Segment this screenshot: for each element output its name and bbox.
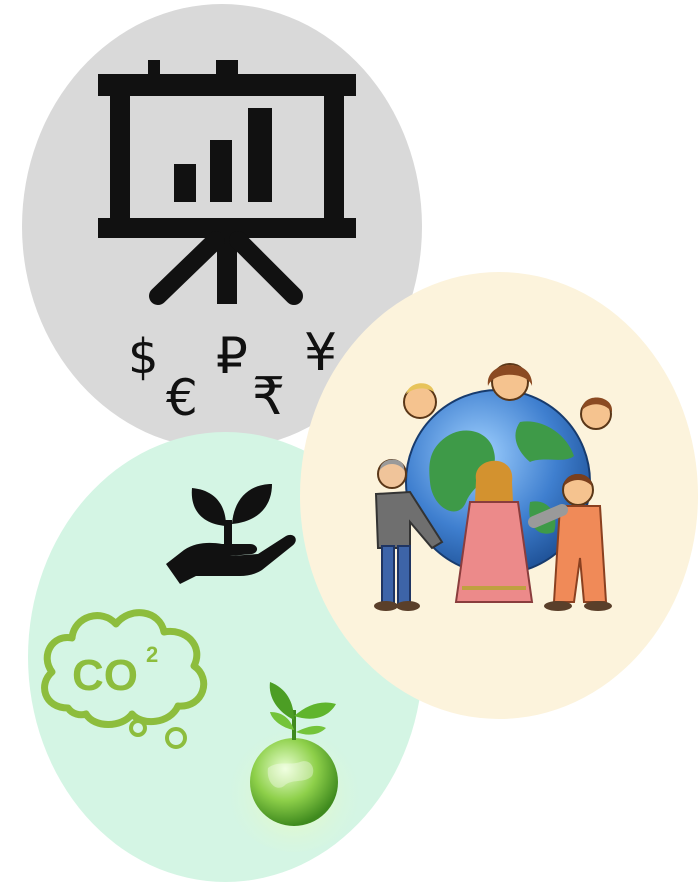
- ruble-symbol: ₽: [216, 327, 248, 385]
- co2-cloud-icon: CO 2: [41, 609, 208, 749]
- green-globe-icon: [222, 682, 366, 852]
- dollar-symbol: $: [128, 329, 159, 385]
- presentation-chart-icon: [98, 60, 356, 305]
- euro-symbol: €: [166, 369, 198, 427]
- co2-label: CO: [72, 651, 138, 700]
- hand-plant-icon: [166, 484, 296, 584]
- currency-symbols: $ € ₽ ₹ ¥: [128, 325, 358, 435]
- rupee-symbol: ₹: [252, 367, 286, 427]
- yen-symbol: ¥: [304, 323, 338, 383]
- people-around-globe-icon: [374, 363, 613, 611]
- co2-subscript: 2: [146, 642, 158, 667]
